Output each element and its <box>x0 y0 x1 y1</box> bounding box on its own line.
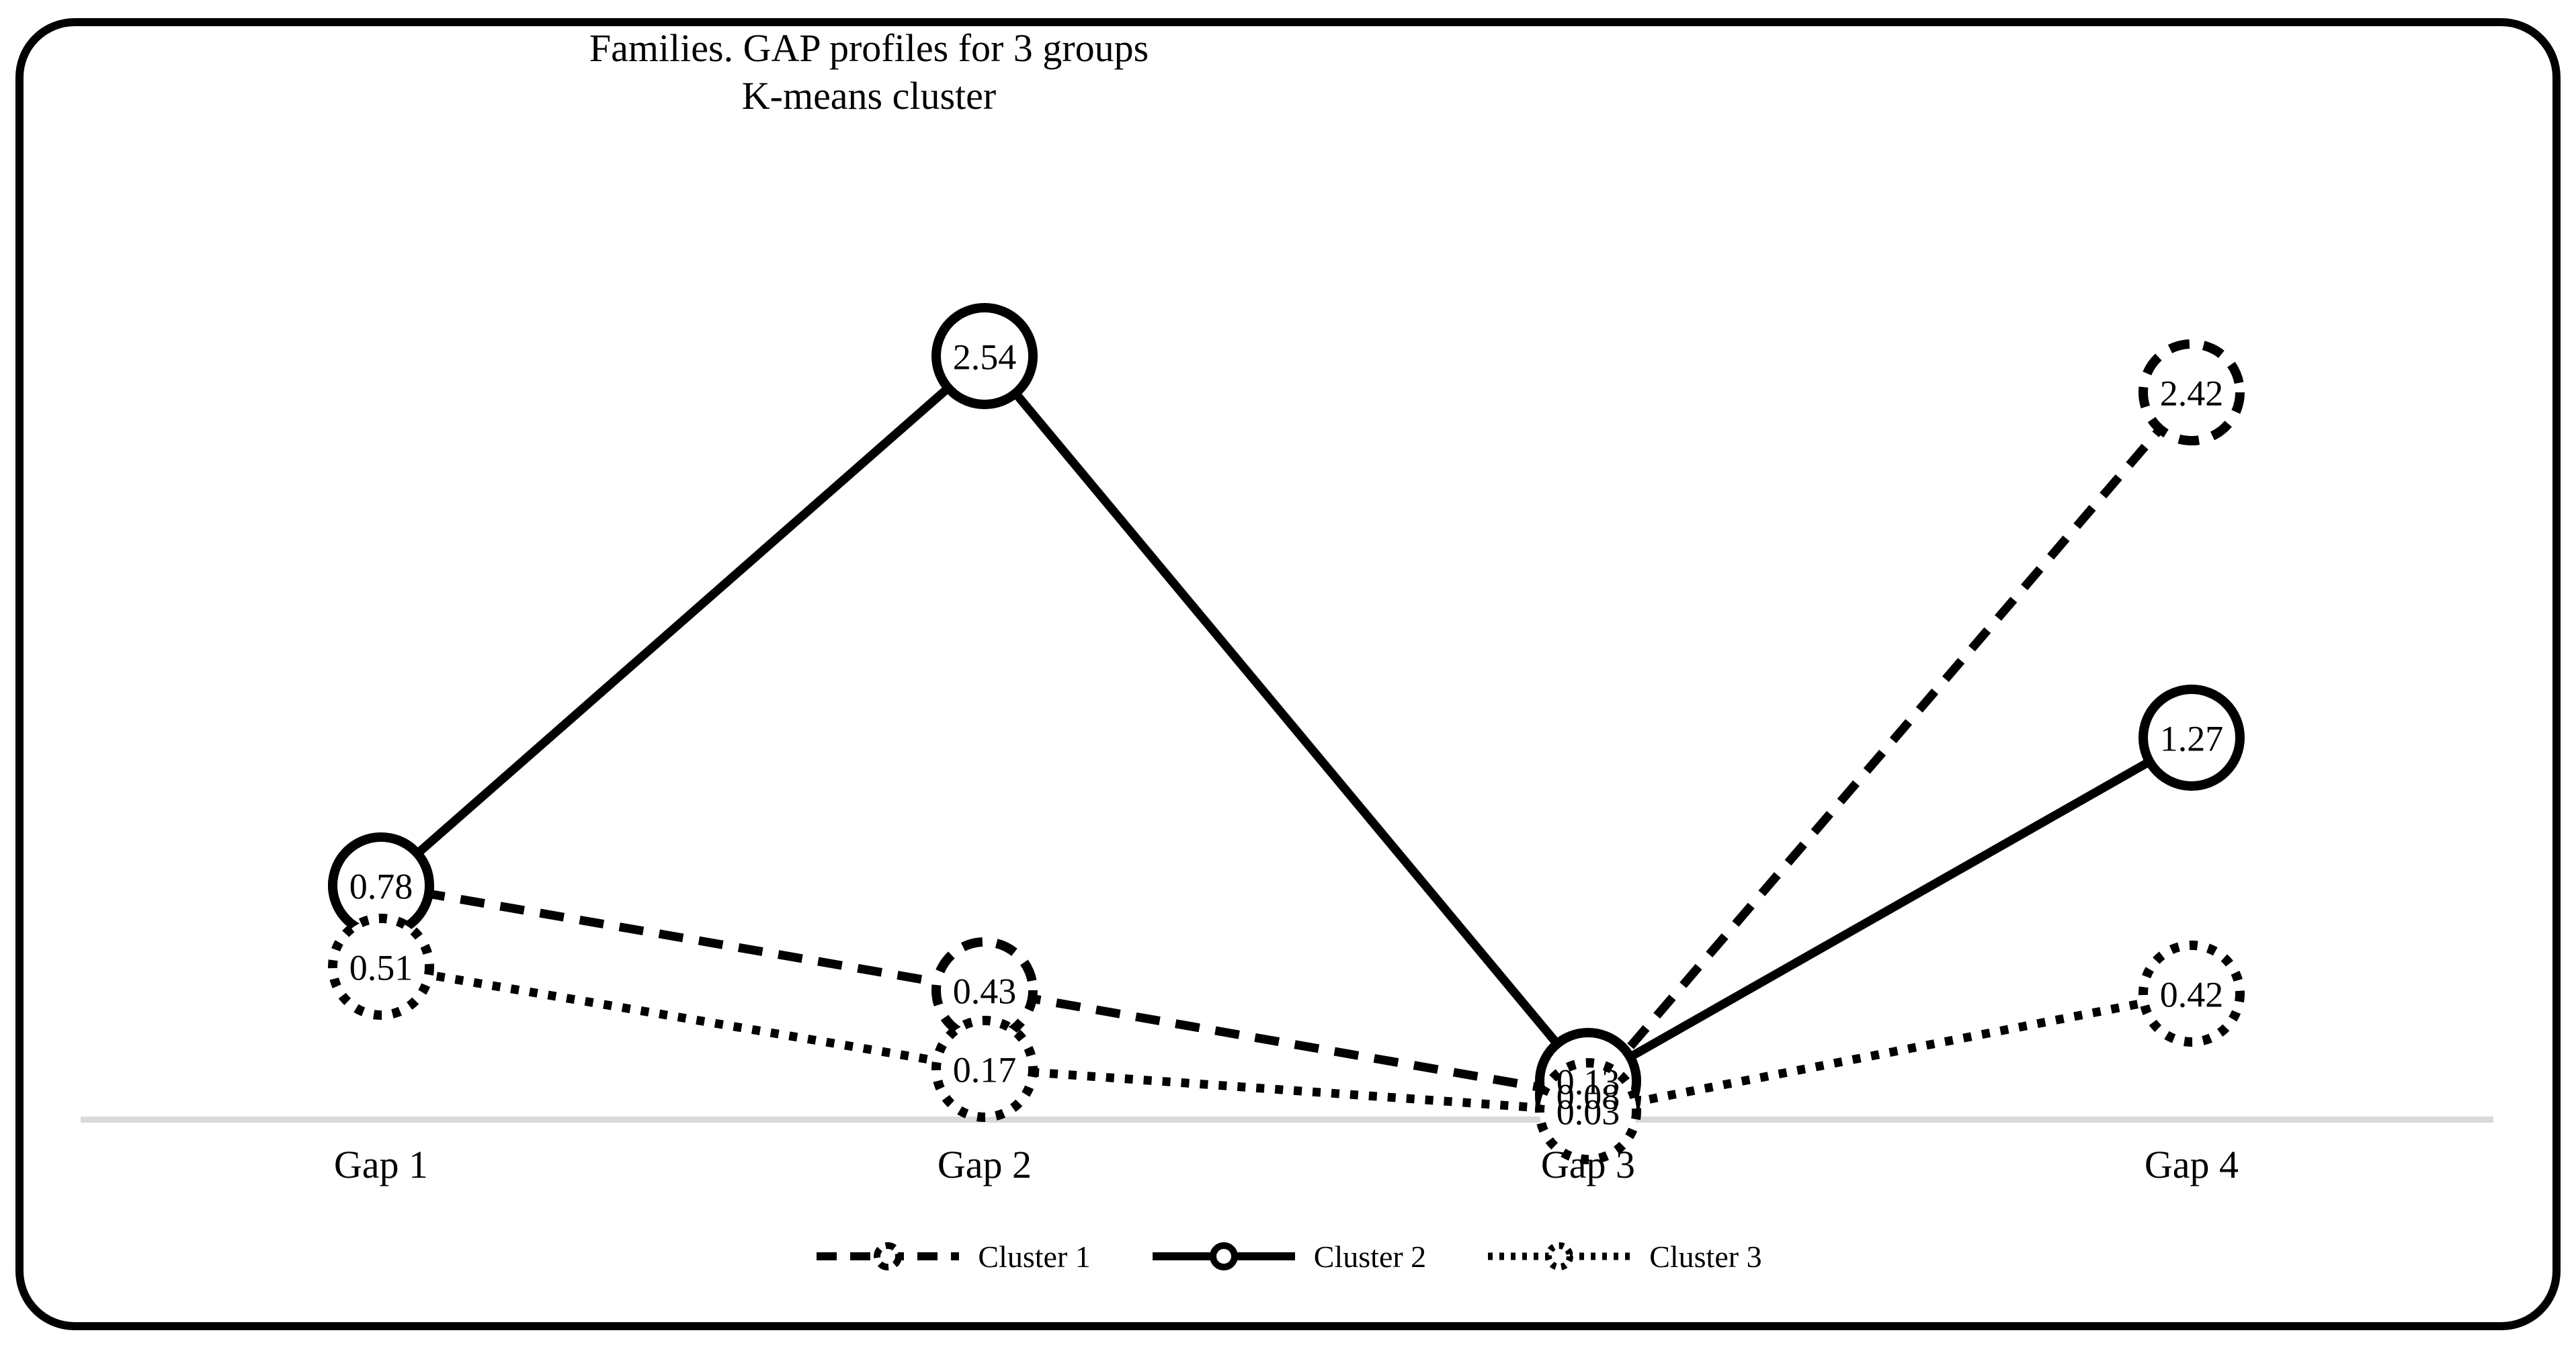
data-point-label: 0.78 <box>349 866 413 906</box>
data-point-marker-solid <box>931 303 1038 409</box>
legend-item-cluster-1: Cluster 1 <box>814 1235 1091 1278</box>
zero-baseline <box>81 1117 2493 1123</box>
series-line-dotted <box>380 962 2193 1116</box>
series-line-solid <box>378 349 2194 1087</box>
data-point-marker-dotted <box>1535 1058 1641 1164</box>
data-point-marker-dotted <box>2138 941 2245 1047</box>
data-point-label: 2.54 <box>953 337 1017 377</box>
data-point-label: 1.27 <box>2160 718 2224 758</box>
legend-item-cluster-3: Cluster 3 <box>1485 1235 1762 1278</box>
legend-label: Cluster 1 <box>978 1239 1091 1274</box>
data-point-label: 0.42 <box>2160 974 2224 1014</box>
data-point-label: 0.03 <box>1556 1092 1620 1132</box>
x-axis-label: Gap 1 <box>334 1143 428 1186</box>
x-axis-label: Gap 4 <box>2145 1143 2239 1186</box>
data-point-marker-solid <box>2138 685 2245 791</box>
dashed-line-marker-icon <box>817 1242 960 1270</box>
chart-title-line1: Families. GAP profiles for 3 groups <box>589 26 1149 70</box>
data-point-label: 2.42 <box>2160 373 2224 413</box>
x-axis-label: Gap 3 <box>1541 1143 1635 1186</box>
chart-title: Families. GAP profiles for 3 groups K-me… <box>533 24 1205 120</box>
solid-line-marker-icon <box>1152 1242 1295 1270</box>
data-point-label: 0.51 <box>349 947 413 988</box>
legend-label: Cluster 2 <box>1313 1239 1427 1274</box>
data-point-marker-dotted <box>931 1016 1038 1122</box>
data-point-label: 0.13 <box>1556 1061 1620 1102</box>
dotted-line-marker-icon <box>1488 1242 1631 1270</box>
chart-title-line2: K-means cluster <box>741 74 997 118</box>
legend-item-cluster-2: Cluster 2 <box>1150 1235 1426 1278</box>
data-point-label: 0.17 <box>953 1049 1017 1090</box>
legend-label: Cluster 3 <box>1649 1239 1762 1274</box>
data-point-label: 0.08 <box>1556 1076 1620 1117</box>
figure-border <box>15 18 2561 1330</box>
data-point-label: 0.43 <box>953 971 1017 1011</box>
series-line-dashed <box>380 389 2195 1101</box>
data-point-marker-dotted <box>328 914 434 1020</box>
x-axis-label: Gap 2 <box>938 1143 1032 1186</box>
data-point-marker-dashed <box>2138 339 2245 445</box>
chart-legend: Cluster 1 Cluster 2 Cluster 3 <box>0 1235 2576 1278</box>
